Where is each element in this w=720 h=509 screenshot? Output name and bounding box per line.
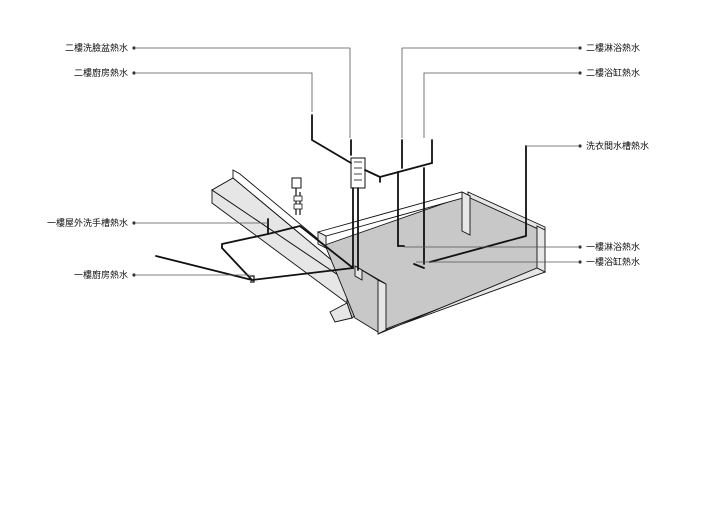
label-2f-bathtub: 二樓浴缸熱水 <box>586 67 640 79</box>
leader-lines <box>132 46 582 277</box>
label-1f-shower: 一樓淋浴熱水 <box>586 241 640 253</box>
label-2f-basin: 二樓洗臉盆熱水 <box>65 42 128 54</box>
label-1f-outdoor-sink: 一樓屋外洗手槽熱水 <box>47 217 128 229</box>
label-2f-kitchen: 二樓廚房熱水 <box>74 67 128 79</box>
valve-assembly <box>291 177 303 215</box>
label-2f-shower: 二樓淋浴熱水 <box>586 42 640 54</box>
water-heater <box>350 157 366 189</box>
label-1f-bathtub: 一樓浴缸熱水 <box>586 256 640 268</box>
label-1f-kitchen: 一樓廚房熱水 <box>74 269 128 281</box>
pipes <box>155 114 527 283</box>
label-laundry-sink: 洗衣間水槽熱水 <box>586 140 649 152</box>
